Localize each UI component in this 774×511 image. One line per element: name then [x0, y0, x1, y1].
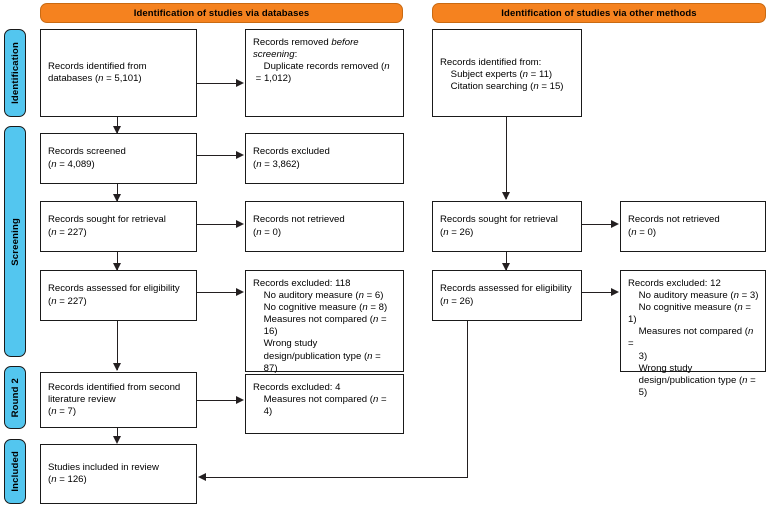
arrowhead-identified-to-removed — [236, 79, 244, 87]
column-header-databases-label: Identification of studies via databases — [133, 7, 310, 19]
connector-assessed-to-excluded-118 — [197, 292, 237, 294]
box-records-excluded-reasons-118: Records excluded: 118 No auditory measur… — [245, 270, 404, 374]
arrowhead-om-sought-to-assessed — [502, 263, 510, 271]
stage-label-screening-text: Screening — [9, 217, 21, 266]
column-header-other-methods-label: Identification of studies via other meth… — [501, 7, 697, 19]
box-om-records-excluded-reasons-12: Records excluded: 12 No auditory measure… — [620, 270, 766, 398]
box-records-sought-retrieval-text: Records sought for retrieval(n = 227) — [48, 214, 166, 238]
connector-om-sought-to-assessed — [506, 252, 508, 270]
box-om-records-not-retrieved: Records not retrieved(n = 0) — [620, 201, 766, 252]
stage-label-round-2-text: Round 2 — [9, 377, 21, 418]
arrowhead-assessed-to-round2 — [113, 363, 121, 371]
arrowhead-om-identified-to-sought — [502, 192, 510, 200]
box-records-excluded-reasons-4: Records excluded: 4 Measures not compare… — [245, 374, 404, 434]
box-records-not-retrieved: Records not retrieved(n = 0) — [245, 201, 404, 252]
arrowhead-sought-to-not-retrieved — [236, 220, 244, 228]
box-om-records-assessed-eligibility: Records assessed for eligibility(n = 26) — [432, 270, 582, 321]
arrowhead-identified-to-screened — [113, 126, 121, 134]
column-header-other-methods: Identification of studies via other meth… — [432, 3, 766, 23]
box-records-excluded: Records excluded(n = 3,862) — [245, 133, 404, 184]
connector-screened-to-sought — [117, 184, 119, 201]
connector-om-identified-to-sought — [506, 117, 508, 199]
connector-identified-to-removed — [197, 83, 237, 85]
arrowhead-round2-to-excluded-4 — [236, 396, 244, 404]
arrowhead-om-assessed-to-excluded-12 — [611, 288, 619, 296]
box-records-identified-other-methods-text: Records identified from: Subject experts… — [440, 57, 564, 93]
connector-om-sought-to-not-retrieved — [582, 224, 612, 226]
box-records-screened: Records screened(n = 4,089) — [40, 133, 197, 184]
connector-identified-to-screened — [117, 117, 119, 133]
box-om-records-sought-retrieval-text: Records sought for retrieval(n = 26) — [440, 214, 558, 238]
arrowhead-om-sought-to-not-retrieved — [611, 220, 619, 228]
connector-round2-to-included — [117, 428, 119, 442]
connector-om-assessed-to-included-horizontal — [206, 477, 468, 479]
stage-label-identification-text: Identification — [9, 42, 21, 104]
arrowhead-round2-to-included — [113, 436, 121, 444]
box-om-records-assessed-eligibility-text: Records assessed for eligibility(n = 26) — [440, 283, 572, 307]
stage-label-screening: Screening — [4, 126, 26, 357]
column-header-databases: Identification of studies via databases — [40, 3, 403, 23]
connector-om-assessed-to-excluded-12 — [582, 292, 612, 294]
arrowhead-screened-to-excluded — [236, 151, 244, 159]
arrowhead-sought-to-assessed — [113, 263, 121, 271]
box-records-excluded-text: Records excluded(n = 3,862) — [253, 146, 330, 170]
stage-label-identification: Identification — [4, 29, 26, 117]
connector-assessed-to-round2 — [117, 321, 119, 370]
box-records-sought-retrieval: Records sought for retrieval(n = 227) — [40, 201, 197, 252]
box-om-records-not-retrieved-text: Records not retrieved(n = 0) — [628, 214, 720, 238]
box-records-excluded-reasons-4-text: Records excluded: 4 Measures not compare… — [253, 382, 387, 418]
box-om-records-sought-retrieval: Records sought for retrieval(n = 26) — [432, 201, 582, 252]
box-studies-included-review: Studies included in review(n = 126) — [40, 444, 197, 504]
arrowhead-screened-to-sought — [113, 194, 121, 202]
box-records-screened-text: Records screened(n = 4,089) — [48, 146, 126, 170]
connector-om-assessed-to-included-vertical — [467, 321, 469, 478]
connector-screened-to-excluded — [197, 155, 237, 157]
box-records-excluded-reasons-118-text: Records excluded: 118 No auditory measur… — [253, 278, 388, 374]
arrowhead-om-assessed-to-included — [198, 473, 206, 481]
box-om-records-excluded-reasons-12-text: Records excluded: 12 No auditory measure… — [628, 278, 759, 398]
box-records-not-retrieved-text: Records not retrieved(n = 0) — [253, 214, 345, 238]
stage-label-included-text: Included — [9, 451, 21, 492]
box-records-assessed-eligibility: Records assessed for eligibility(n = 227… — [40, 270, 197, 321]
box-studies-included-review-text: Studies included in review(n = 126) — [48, 461, 159, 485]
box-records-identified-other-methods: Records identified from: Subject experts… — [432, 29, 582, 117]
connector-round2-to-excluded-4 — [197, 400, 237, 402]
arrowhead-assessed-to-excluded-118 — [236, 288, 244, 296]
connector-sought-to-not-retrieved — [197, 224, 237, 226]
stage-label-included: Included — [4, 439, 26, 504]
box-records-assessed-eligibility-text: Records assessed for eligibility(n = 227… — [48, 283, 180, 307]
connector-sought-to-assessed — [117, 252, 119, 270]
stage-label-round-2: Round 2 — [4, 366, 26, 429]
